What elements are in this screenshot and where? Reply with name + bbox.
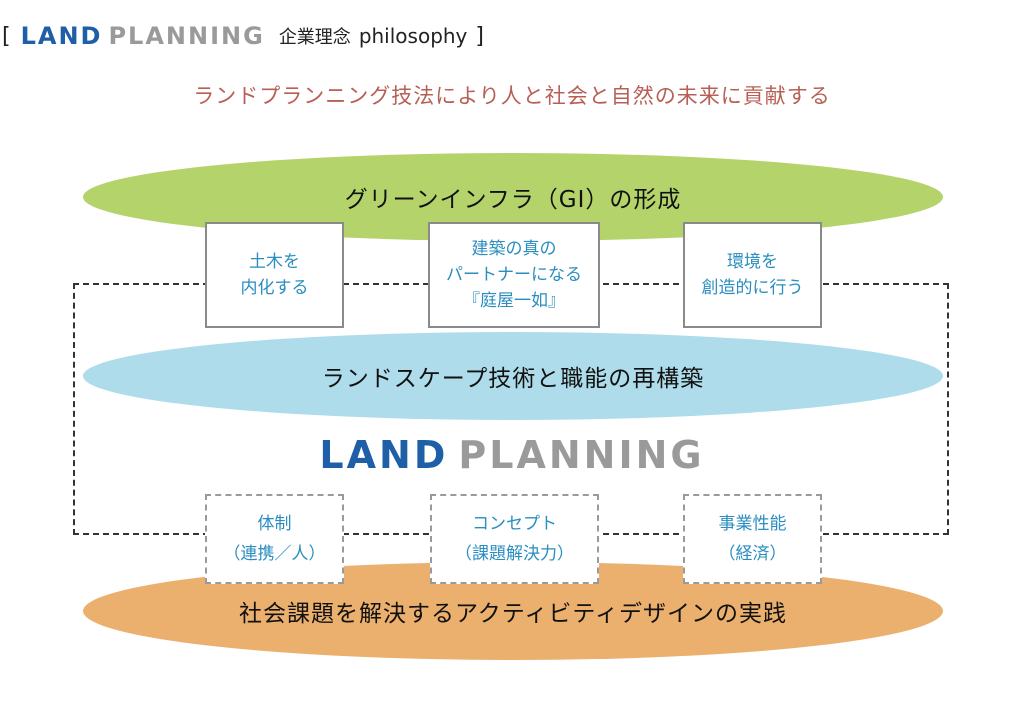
header-title-jp: 企業理念 xyxy=(278,27,351,48)
lower-box-business: 事業性能 （経済） xyxy=(683,494,822,584)
box-line: 体制 xyxy=(257,514,292,534)
center-brand-land: LAND xyxy=(319,433,449,477)
bracket-close: ] xyxy=(475,23,484,49)
landscape-ellipse: ランドスケープ技術と職能の再構築 xyxy=(83,332,943,420)
box-line: コンセプト xyxy=(472,514,557,534)
upper-box-architecture: 建築の真の パートナーになる 『庭屋一如』 xyxy=(428,222,600,328)
box-line: パートナーになる xyxy=(446,265,582,285)
box-line: （課題解決力） xyxy=(455,544,574,564)
box-line: 建築の真の xyxy=(471,239,557,259)
landscape-label: ランドスケープ技術と職能の再構築 xyxy=(321,366,705,392)
upper-box-civil: 土木を 内化する xyxy=(205,222,344,328)
box-line: （経済） xyxy=(718,544,787,564)
bracket-open: [ xyxy=(2,23,11,49)
lower-box-organization: 体制 （連携／人） xyxy=(205,494,344,584)
box-line: 事業性能 xyxy=(718,514,787,534)
center-brand-planning: PLANNING xyxy=(458,433,705,477)
green-infra-label: グリーンインフラ（GI）の形成 xyxy=(344,187,682,213)
box-line: 内化する xyxy=(240,278,309,298)
brand-land-text: LAND xyxy=(20,22,103,50)
lower-box-concept: コンセプト （課題解決力） xyxy=(430,494,599,584)
header-title-en: philosophy xyxy=(358,24,468,48)
box-line: 環境を xyxy=(727,252,778,272)
upper-box-environment: 環境を 創造的に行う xyxy=(683,222,822,328)
box-line: 『庭屋一如』 xyxy=(463,291,565,311)
page-header: [ LAND PLANNING 企業理念 philosophy ] xyxy=(2,18,484,54)
box-line: （連携／人） xyxy=(223,544,326,564)
box-line: 創造的に行う xyxy=(701,278,804,298)
mission-statement: ランドプランニング技法により人と社会と自然の未来に貢献する xyxy=(193,84,831,108)
brand-planning-text: PLANNING xyxy=(108,22,265,50)
activity-design-label: 社会課題を解決するアクティビティデザインの実践 xyxy=(238,601,788,627)
box-line: 土木を xyxy=(249,252,300,272)
